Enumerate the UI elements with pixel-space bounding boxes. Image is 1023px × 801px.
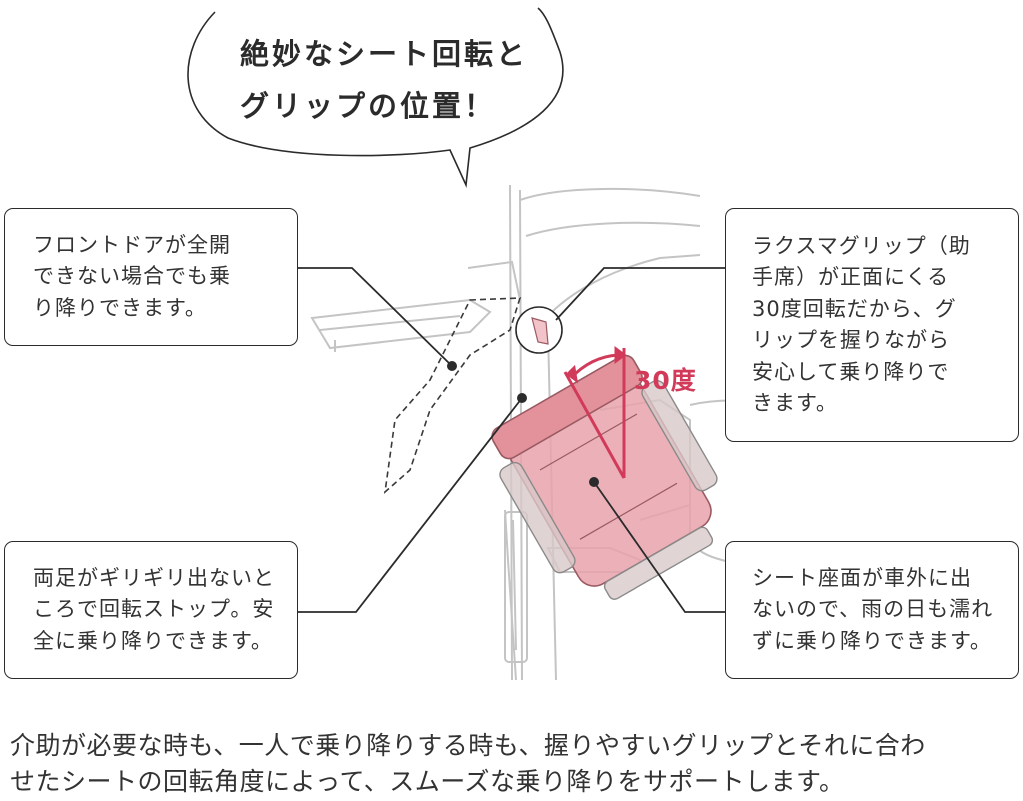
callout-line: 全に乗り降りできます。 <box>33 628 273 653</box>
callout-line: きます。 <box>752 391 838 415</box>
speech-bubble <box>187 7 564 188</box>
callout-line: シート座面が車外に出 <box>752 565 972 590</box>
footer-description: 介助が必要な時も、一人で乗り降りする時も、握りやすいグリップとそれに合わ せたシ… <box>10 728 1020 800</box>
headline: 絶妙なシート回転と グリップの位置！ <box>240 28 560 132</box>
door-dashed-outline <box>383 297 522 495</box>
leader-dots <box>447 361 599 487</box>
callout-grip: ラクスマグリップ（助 手席）が正面にくる 30度回転だから、グ リップを握りなが… <box>725 208 1019 442</box>
callout-line: 安心して乗り降りで <box>752 359 950 384</box>
callout-line: ないので、雨の日も濡れ <box>752 597 994 622</box>
callout-line: できない場合でも乗 <box>33 264 231 289</box>
leader-lines <box>298 267 725 613</box>
callout-line: 手席）が正面にくる <box>752 265 950 289</box>
callout-line: ラクスマグリップ（助 <box>752 233 971 258</box>
footer-line-2: せたシートの回転角度によって、スムーズな乗り降りをサポートします。 <box>10 767 845 796</box>
footer-line-1: 介助が必要な時も、一人で乗り降りする時も、握りやすいグリップとそれに合わ <box>10 731 926 760</box>
callout-line: リップを握りながら <box>752 328 950 352</box>
callout-line: ころで回転ストップ。安 <box>33 597 275 622</box>
callout-line: ずに乗り降りできます。 <box>752 628 992 653</box>
callout-front-door: フロントドアが全開 できない場合でも乗 り降りできます。 <box>4 208 298 346</box>
callout-seat-surface: シート座面が車外に出 ないので、雨の日も濡れ ずに乗り降りできます。 <box>725 541 1019 679</box>
callout-line: 両足がギリギリ出ないと <box>33 565 275 590</box>
callout-line: 30度回転だから、グ <box>752 296 957 321</box>
callout-line: り降りできます。 <box>33 295 207 320</box>
angle-label: 30度 <box>634 366 697 395</box>
headline-line-2: グリップの位置！ <box>240 89 497 123</box>
callout-line: フロントドアが全開 <box>33 232 231 257</box>
seat <box>491 354 718 600</box>
callout-feet-stop: 両足がギリギリ出ないと ころで回転ストップ。安 全に乗り降りできます。 <box>4 541 298 679</box>
angle-indicator <box>563 346 627 479</box>
grip-handle-icon <box>515 306 563 354</box>
headline-line-1: 絶妙なシート回転と <box>240 37 529 71</box>
